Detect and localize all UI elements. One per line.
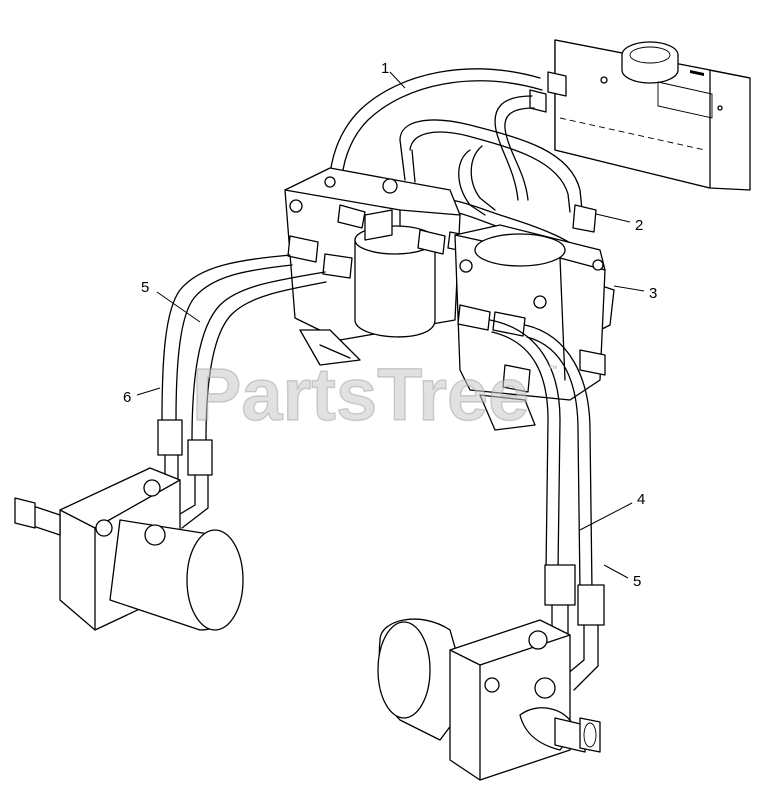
callout-label: 1 — [381, 60, 389, 77]
callout-label: 4 — [637, 491, 645, 508]
hydraulic-tank — [529, 39, 751, 191]
left-wheel-motor — [14, 467, 244, 631]
callout-1: 1 — [381, 60, 406, 89]
right-hoses — [489, 319, 605, 691]
callout-2: 2 — [595, 213, 643, 234]
callout-4: 4 — [579, 491, 645, 531]
left-hoses — [147, 254, 327, 529]
callout-6: 6 — [123, 387, 161, 406]
callout-5-right: 5 — [603, 564, 641, 590]
callout-label: 6 — [123, 389, 131, 406]
callout-3: 3 — [613, 285, 657, 302]
watermark-trademark: ™ — [548, 364, 558, 375]
callout-label: 3 — [649, 285, 657, 302]
left-control-valve — [284, 167, 471, 366]
callout-label: 5 — [633, 573, 641, 590]
callout-label: 2 — [635, 217, 643, 234]
right-wheel-motor — [377, 618, 601, 781]
hose-1 — [329, 68, 543, 193]
watermark-text: PartsTree — [192, 353, 529, 436]
callout-label: 5 — [141, 279, 149, 296]
callout-5-left: 5 — [141, 279, 201, 323]
partstree-watermark: PartsTree ™ — [191, 352, 558, 436]
